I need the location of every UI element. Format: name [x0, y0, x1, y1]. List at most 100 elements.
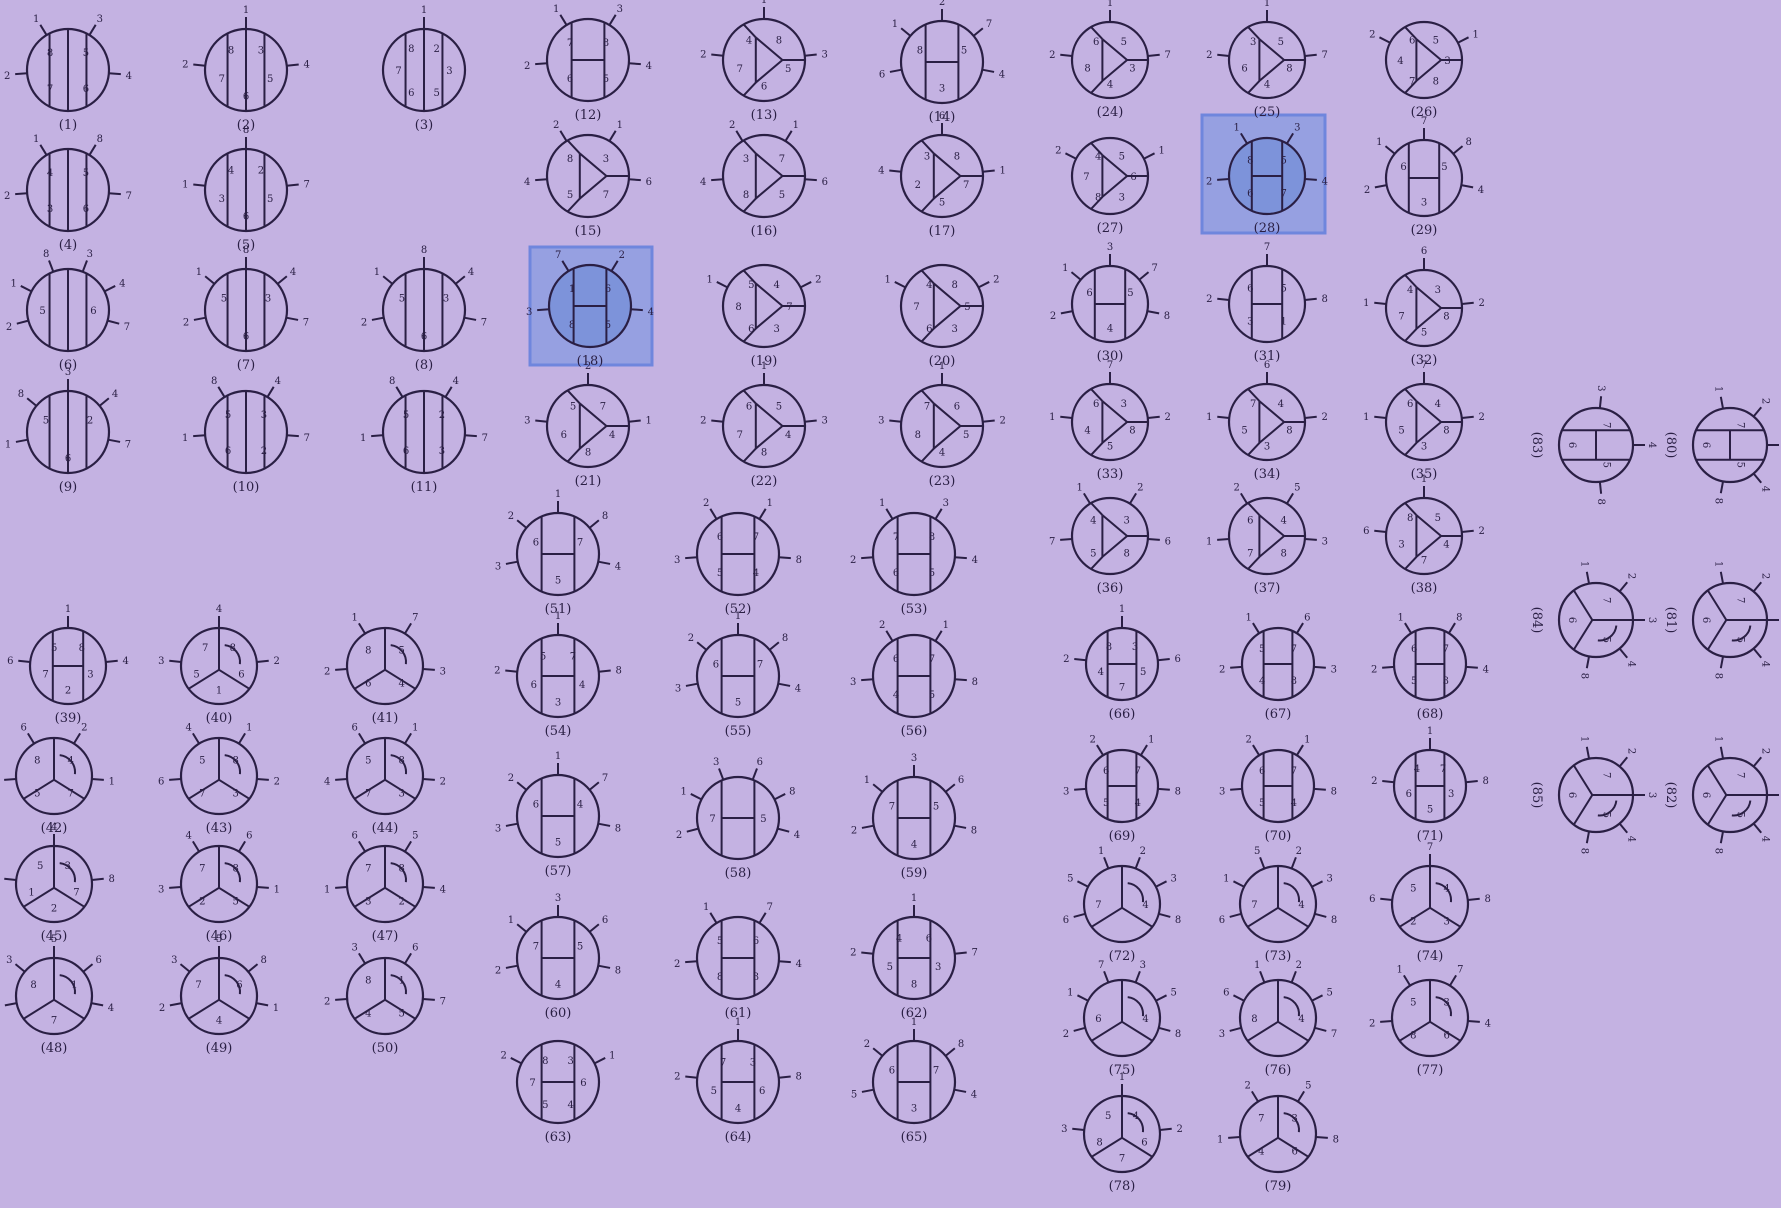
feynman-diagram: 36214758 — [0, 723, 115, 814]
momentum-label: 6 — [1407, 399, 1413, 410]
external-leg — [862, 826, 874, 828]
momentum-label: 4 — [911, 839, 917, 850]
external-leg-label: 3 — [1646, 617, 1657, 623]
external-leg-label: 6 — [822, 177, 828, 188]
momentum-label: 7 — [1119, 1154, 1125, 1165]
external-leg — [1466, 667, 1478, 668]
external-leg — [785, 131, 791, 141]
external-leg — [383, 276, 392, 284]
momentum-label: 8 — [47, 48, 53, 59]
external-leg-label: 5 — [1254, 846, 1260, 857]
diagram-label: (38) — [1411, 581, 1438, 596]
momentum-label: 3 — [924, 151, 930, 162]
diagram-label: (67) — [1265, 707, 1292, 722]
external-leg-label: 6 — [958, 775, 964, 786]
momentum-label: 5 — [1734, 462, 1745, 468]
momentum-label: 4 — [1258, 1147, 1264, 1158]
momentum-label: 5 — [1600, 637, 1611, 643]
external-leg-label: 2 — [1759, 398, 1770, 404]
momentum-label: 5 — [887, 962, 893, 973]
momentum-label: 7 — [1421, 556, 1427, 567]
external-leg-label: 4 — [1646, 442, 1657, 448]
momentum-label: 6 — [1400, 162, 1406, 173]
external-leg-label: 2 — [1296, 846, 1302, 857]
momentum-label: 8 — [1291, 676, 1297, 687]
propagator-line — [568, 449, 580, 462]
momentum-label: 5 — [605, 320, 611, 331]
external-leg-label: 8 — [261, 955, 267, 966]
external-leg — [983, 170, 995, 171]
external-leg — [1097, 745, 1103, 755]
external-leg — [685, 961, 697, 962]
momentum-label: 2 — [258, 165, 264, 176]
external-leg — [982, 70, 994, 72]
external-leg — [287, 184, 299, 185]
external-leg — [1298, 1091, 1304, 1101]
diagram-label: (28) — [1254, 221, 1281, 236]
external-leg-label: 3 — [65, 367, 71, 378]
external-leg-label: 1 — [1077, 483, 1083, 494]
momentum-label: 6 — [83, 204, 89, 215]
diagram-label: (11) — [411, 480, 438, 495]
external-leg-label: 6 — [757, 757, 763, 768]
external-leg — [1382, 667, 1394, 668]
external-leg-label: 1 — [421, 5, 427, 16]
diagram-label: (23) — [929, 474, 956, 489]
external-leg-label: 6 — [1165, 537, 1171, 548]
momentum-label: 4 — [1098, 667, 1104, 678]
diagram-label: (69) — [1109, 829, 1136, 844]
external-leg — [18, 661, 30, 662]
external-leg-label: 6 — [96, 955, 102, 966]
external-leg-label: 5 — [1067, 874, 1073, 885]
external-leg — [862, 1090, 874, 1092]
external-leg — [83, 964, 92, 972]
momentum-label: 7 — [889, 801, 895, 812]
external-leg — [1159, 914, 1171, 917]
external-leg-label: 7 — [481, 317, 487, 328]
external-leg — [109, 73, 121, 74]
external-leg — [599, 670, 611, 671]
external-leg-label: 6 — [7, 656, 13, 667]
momentum-label: 5 — [221, 293, 227, 304]
external-leg-label: 3 — [87, 249, 93, 260]
external-leg — [1462, 303, 1474, 304]
momentum-label: 5 — [34, 789, 40, 800]
propagator-line — [1248, 503, 1259, 515]
external-leg-label: 3 — [1219, 1029, 1225, 1040]
external-leg — [1217, 179, 1229, 180]
external-leg-label: 4 — [1485, 1019, 1491, 1030]
external-leg-label: 4 — [468, 267, 474, 278]
external-leg — [359, 733, 365, 743]
momentum-label: 6 — [717, 532, 723, 543]
diagram-label: (83) — [1529, 432, 1544, 459]
momentum-label: 6 — [90, 306, 96, 317]
external-leg — [861, 952, 873, 953]
external-leg — [27, 398, 36, 406]
external-leg-label: 8 — [97, 134, 103, 145]
external-leg — [1721, 572, 1723, 584]
momentum-label: 6 — [761, 81, 767, 92]
momentum-label: 4 — [1107, 80, 1113, 91]
external-leg-label: 3 — [158, 885, 164, 896]
momentum-label: 6 — [889, 1065, 895, 1076]
external-leg — [205, 276, 214, 284]
external-leg-label: 3 — [1107, 242, 1113, 253]
external-leg — [974, 28, 983, 36]
external-leg — [1587, 656, 1589, 668]
external-leg-label: 2 — [700, 50, 706, 61]
external-leg — [193, 184, 205, 185]
external-leg-label: 2 — [4, 71, 10, 82]
external-leg-label: 2 — [324, 667, 330, 678]
momentum-label: 4 — [1443, 883, 1449, 894]
external-leg — [697, 642, 706, 650]
external-leg — [1158, 789, 1170, 790]
external-leg — [710, 509, 716, 519]
momentum-label: 5 — [964, 302, 970, 313]
external-leg — [256, 1003, 268, 1005]
external-leg-label: 5 — [1170, 988, 1176, 999]
momentum-label: 5 — [570, 401, 576, 412]
